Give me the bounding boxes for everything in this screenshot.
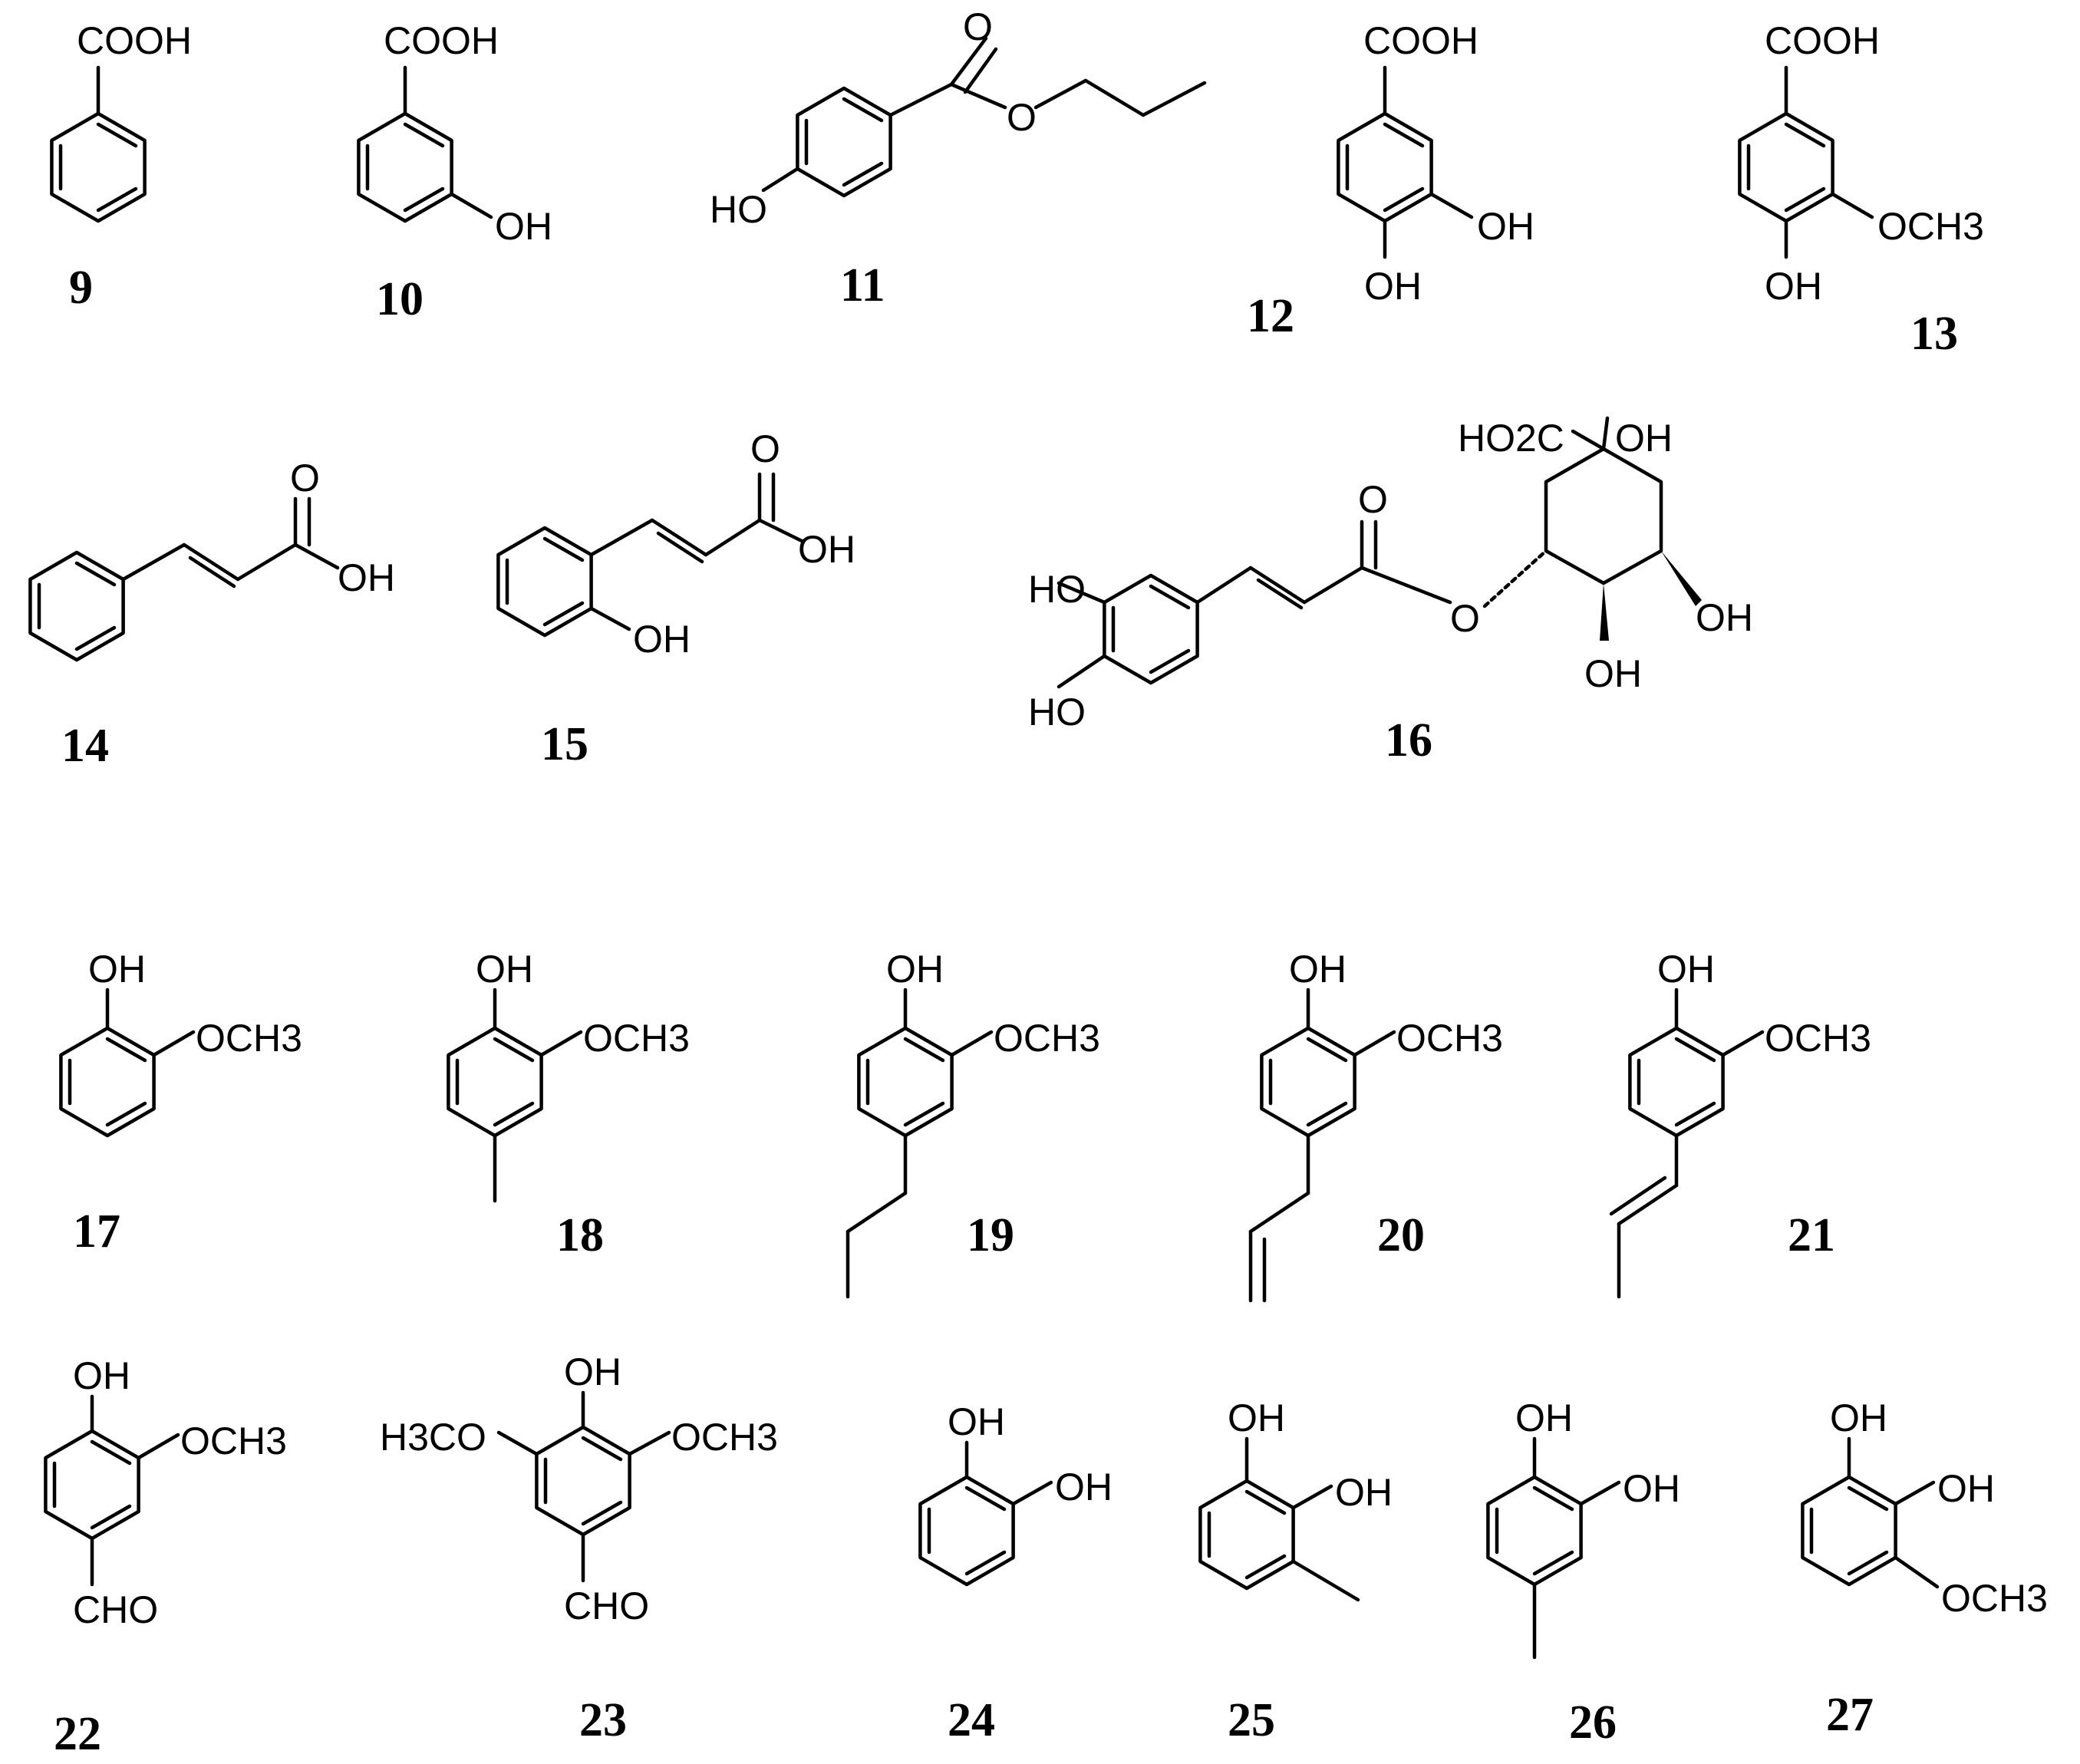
label-oh: OH	[1615, 417, 1673, 460]
compound-number: 22	[54, 1708, 101, 1760]
compound-number: 26	[1569, 1696, 1617, 1749]
label-ester-o: O	[1450, 597, 1480, 640]
label-ester-o: O	[1007, 96, 1037, 139]
compound-number: 12	[1247, 290, 1294, 342]
compound-number: 17	[73, 1205, 120, 1258]
label-oh: OH	[1584, 652, 1642, 695]
label-oh: OH	[476, 948, 533, 991]
compound-number: 14	[61, 720, 109, 772]
label-ho: HO	[1028, 568, 1086, 611]
label-carbonyl-o: O	[750, 427, 780, 470]
compound-number: 27	[1826, 1689, 1874, 1741]
label-oh: OH	[564, 1350, 621, 1393]
label-oh: OH	[1335, 1471, 1393, 1514]
compound-number: 16	[1385, 714, 1432, 767]
label-carbonyl-o: O	[1358, 478, 1388, 521]
compound-24: OH OH 24	[920, 1400, 1113, 1746]
label-och3: OCH3	[583, 1017, 690, 1060]
compound-number: 11	[840, 259, 885, 312]
compound-15: O OH OH 15	[498, 427, 855, 770]
label-oh: OH	[1765, 265, 1822, 308]
label-oh: OH	[1830, 1396, 1887, 1439]
label-oh: OH	[1657, 948, 1715, 991]
label-oh: OH	[495, 205, 552, 248]
compound-20: OH OCH3 20	[1248, 948, 1503, 1303]
compound-13: COOH OCH3 OH 13	[1739, 19, 1984, 360]
label-ho: HO	[710, 188, 767, 231]
label-oh: OH	[1289, 948, 1347, 991]
label-oh: OH	[948, 1400, 1005, 1443]
compound-11: O O HO 11	[710, 5, 1207, 312]
label-carbonyl-o: O	[290, 457, 320, 500]
compound-12: COOH OH OH 12	[1247, 19, 1534, 342]
label-oh: OH	[88, 948, 146, 991]
label-h3co: H3CO	[380, 1416, 486, 1459]
compound-25: OH OH 25	[1200, 1396, 1393, 1746]
compound-14: O OH 14	[30, 457, 395, 772]
compound-18: OH OCH3 18	[448, 948, 690, 1261]
compound-19: OH OCH3 19	[846, 948, 1100, 1299]
label-cho: CHO	[564, 1584, 649, 1627]
compound-number: 13	[1910, 308, 1958, 360]
label-ho2c: HO2C	[1458, 417, 1564, 460]
compound-16: HO HO O O OH HO2C OH OH 16	[1028, 416, 1753, 767]
label-oh: OH	[1228, 1396, 1285, 1439]
compound-number: 18	[556, 1209, 604, 1261]
label-oh: OH	[1364, 265, 1422, 308]
label-cooh: COOH	[77, 19, 192, 62]
label-och3: OCH3	[671, 1416, 778, 1459]
compound-27: OH OH OCH3 27	[1802, 1396, 2048, 1741]
label-och3: OCH3	[1765, 1017, 1871, 1060]
label-ho: HO	[1028, 691, 1086, 734]
label-oh: OH	[633, 618, 691, 661]
label-carbonyl-o: O	[963, 5, 993, 48]
compound-number: 24	[948, 1694, 995, 1746]
compound-number: 10	[376, 273, 424, 325]
label-oh: OH	[1937, 1467, 1995, 1510]
compound-22: OH OCH3 CHO 22	[45, 1354, 287, 1760]
label-oh: OH	[338, 556, 395, 599]
label-och3: OCH3	[1877, 205, 1984, 248]
compound-number: 19	[967, 1209, 1014, 1261]
label-cooh: COOH	[1765, 19, 1880, 62]
compound-number: 25	[1228, 1694, 1275, 1746]
compound-number: 15	[541, 718, 588, 770]
label-oh: OH	[73, 1354, 130, 1397]
label-och3: OCH3	[1941, 1577, 2048, 1620]
label-cho: CHO	[73, 1588, 158, 1631]
label-oh: OH	[1515, 1396, 1573, 1439]
compound-26: OH OH 26	[1488, 1396, 1680, 1749]
compound-number: 9	[69, 262, 93, 314]
label-oh: OH	[886, 948, 944, 991]
compound-21: OH OCH3 21	[1609, 948, 1871, 1299]
compound-number: 20	[1377, 1209, 1425, 1261]
label-oh: OH	[1477, 205, 1534, 248]
label-cooh: COOH	[1363, 19, 1478, 62]
compound-9: COOH 9	[51, 19, 192, 314]
label-oh: OH	[1623, 1467, 1680, 1510]
compound-10: COOH OH 10	[358, 19, 552, 325]
label-och3: OCH3	[196, 1017, 302, 1060]
compound-17: OH OCH3 17	[61, 948, 302, 1258]
label-och3: OCH3	[994, 1017, 1100, 1060]
label-oh: OH	[798, 528, 855, 571]
compound-number: 23	[579, 1694, 627, 1746]
label-oh: OH	[1055, 1466, 1113, 1508]
compound-23: OH H3CO OCH3 CHO 23	[380, 1350, 778, 1746]
compound-number: 21	[1788, 1209, 1835, 1261]
label-och3: OCH3	[1396, 1017, 1503, 1060]
label-och3: OCH3	[180, 1419, 287, 1462]
label-cooh: COOH	[384, 19, 499, 62]
label-oh: OH	[1696, 596, 1753, 639]
